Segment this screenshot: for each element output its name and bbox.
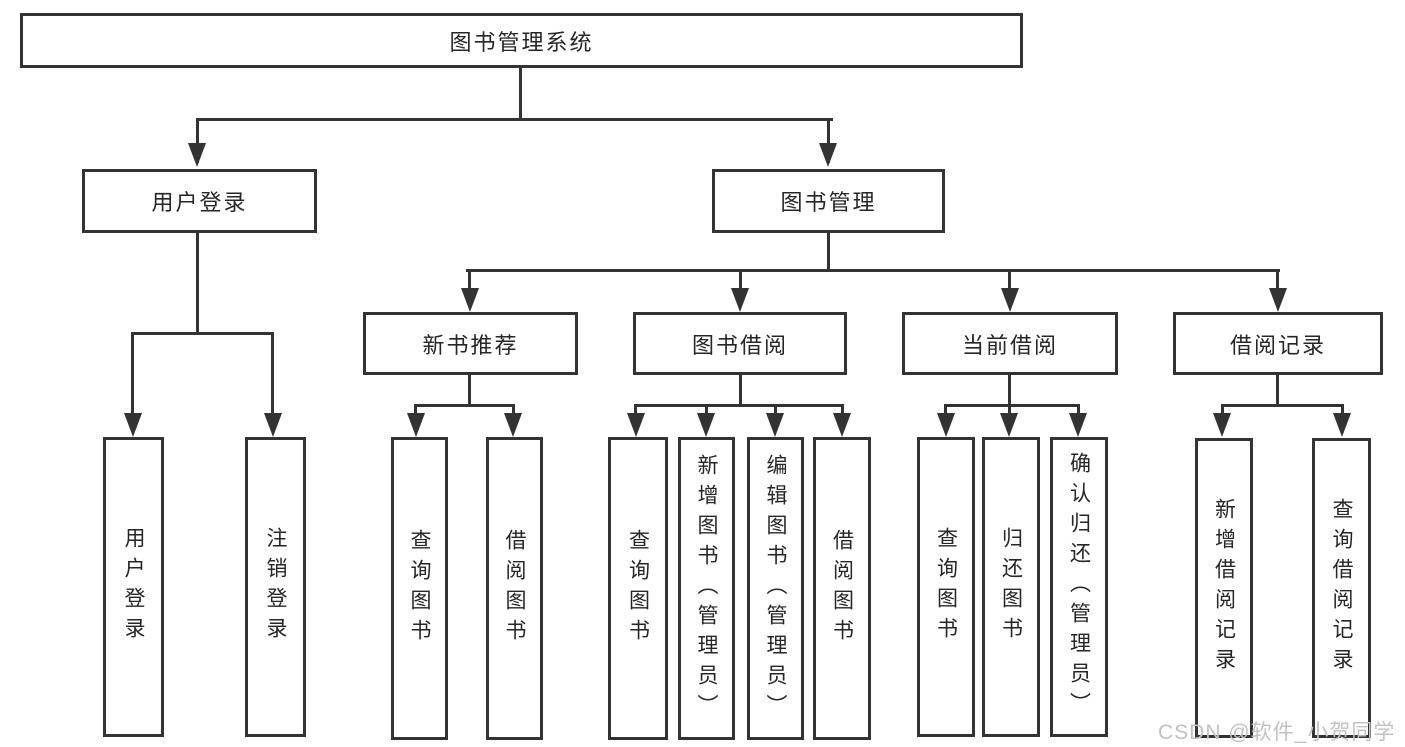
edge-book-borrow-splitter [634,404,844,407]
edge-drop-cb-query [944,404,947,416]
leaf-logout: 注销登录 [245,437,306,737]
leaf-nb-query-book: 查询图书 [391,437,448,740]
leaf-br-query-record: 查询借阅记录 [1312,438,1371,738]
edge-drop-logout-leaf [271,332,274,417]
leaf-nb-borrow-book: 借阅图书 [486,437,543,740]
node-new-book: 新书推荐 [363,312,578,375]
edge-drop-nb-query [414,404,417,416]
edge-drop-br-query [1341,404,1344,416]
edge-drop-bb-edit [774,404,777,416]
node-new-book-label: 新书推荐 [422,332,519,358]
leaf-br-query-record-label: 查询借阅记录 [1330,498,1353,678]
arrow-cb-confirm [1069,413,1087,437]
node-book-mgmt: 图书管理 [712,169,945,233]
arrow-book-mgmt [819,143,837,167]
leaf-cb-query-book-label: 查询图书 [934,527,958,647]
node-user-login-label: 用户登录 [151,190,248,215]
edge-drop-login-leaf [131,332,134,417]
leaf-nb-borrow-book-label: 借阅图书 [503,528,526,649]
edge-drop-bb-add [705,404,708,416]
leaf-bb-borrow-book-label: 借阅图书 [830,528,854,649]
edge-drop-cb-confirm [1077,404,1080,416]
arrow-bb-query [627,413,645,437]
arrow-new-book [461,288,479,312]
edge-drop-br-add [1221,404,1224,416]
leaf-cb-confirm-return-admin: 确认归还（管理员） [1050,437,1108,737]
arrow-br-add [1213,413,1231,437]
node-user-login: 用户登录 [82,169,317,233]
edge-current-borrow-splitter [944,404,1080,407]
leaf-bb-query-book-label: 查询图书 [626,528,650,649]
node-current-borrow-label: 当前借阅 [961,332,1058,358]
edge-drop-book-borrow [739,269,742,291]
edge-drop-borrow-record [1276,269,1279,291]
arrow-cb-query [937,413,955,437]
arrow-book-borrow [731,288,749,312]
edge-root-trunk [519,68,522,120]
edge-book-mgmt-stub [827,233,830,272]
leaf-logout-label: 注销登录 [264,527,287,647]
edge-drop-new-book [468,269,471,291]
leaf-bb-borrow-book: 借阅图书 [813,437,871,740]
arrow-cb-return [1000,413,1018,437]
leaf-user-login-label: 用户登录 [122,527,145,647]
edge-user-login-splitter [131,332,274,335]
leaf-br-add-record: 新增借阅记录 [1195,438,1253,738]
edge-new-book-splitter [414,404,515,407]
edge-level3-splitter [466,269,1280,272]
edge-drop-book-mgmt [827,118,830,163]
node-book-borrow: 图书借阅 [633,312,847,375]
arrow-login-leaf [124,413,142,437]
node-current-borrow: 当前借阅 [902,312,1118,375]
leaf-cb-return-book-label: 归还图书 [999,527,1023,647]
leaf-cb-query-book: 查询图书 [917,437,975,737]
leaf-bb-edit-book-admin-label: 编辑图书（管理员） [764,453,787,724]
edge-current-borrow-stub [1008,375,1011,407]
edge-borrow-record-splitter [1221,404,1344,407]
node-book-mgmt-label: 图书管理 [780,190,877,215]
leaf-bb-edit-book-admin: 编辑图书（管理员） [747,437,804,740]
edge-drop-bb-query [634,404,637,416]
edge-drop-cb-return [1008,404,1011,416]
arrow-nb-borrow [504,413,522,437]
node-book-borrow-label: 图书借阅 [691,332,788,358]
edge-drop-user-login [196,118,199,163]
node-root: 图书管理系统 [20,13,1023,68]
leaf-bb-query-book: 查询图书 [608,437,668,740]
node-root-label: 图书管理系统 [449,29,594,55]
arrow-logout-leaf [264,413,282,437]
node-borrow-record: 借阅记录 [1173,312,1383,375]
edge-drop-bb-borrow [841,404,844,416]
arrow-bb-edit [766,413,784,437]
arrow-nb-query [407,413,425,437]
leaf-bb-add-book-admin: 新增图书（管理员） [678,437,735,740]
edge-borrow-record-stub [1276,375,1279,407]
edge-drop-nb-borrow [512,404,515,416]
arrow-br-query [1333,413,1351,437]
edge-level2-splitter [196,118,833,121]
arrow-bb-borrow [833,413,851,437]
leaf-nb-query-book-label: 查询图书 [408,528,431,649]
arrow-user-login [188,143,206,167]
csdn-watermark: CSDN @软件_小贺同学 [1158,721,1396,744]
leaf-user-login: 用户登录 [103,437,164,737]
leaf-br-add-record-label: 新增借阅记录 [1212,498,1236,678]
arrow-borrow-record [1269,288,1287,312]
edge-new-book-stub [468,375,471,407]
edge-user-login-stub [196,233,199,335]
edge-book-borrow-stub [739,375,742,407]
leaf-cb-return-book: 归还图书 [982,437,1040,737]
node-borrow-record-label: 借阅记录 [1229,332,1326,358]
edge-drop-current-borrow [1008,269,1011,291]
arrow-bb-add [697,413,715,437]
arrow-current-borrow [1001,288,1019,312]
leaf-cb-confirm-return-admin-label: 确认归还（管理员） [1067,452,1091,722]
leaf-bb-add-book-admin-label: 新增图书（管理员） [695,453,718,724]
